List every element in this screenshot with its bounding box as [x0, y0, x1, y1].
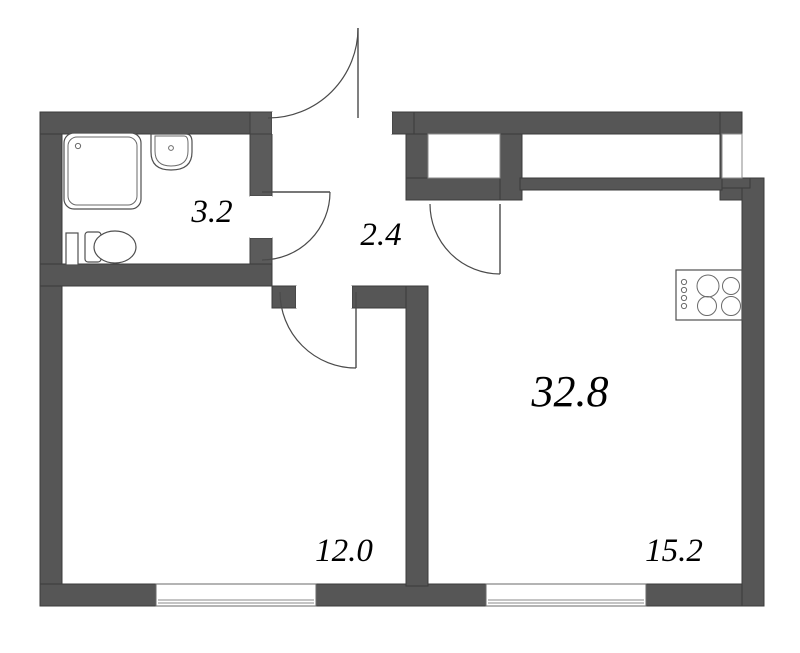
living-room-door[interactable] — [429, 203, 501, 275]
living-room-window — [485, 583, 647, 607]
bedroom-window — [155, 583, 317, 607]
door-openings — [250, 112, 392, 308]
area-label-hallway: 2.4 — [360, 217, 401, 253]
washbasin — [150, 133, 193, 171]
opening-entrance — [272, 112, 392, 134]
entrance-door[interactable] — [267, 27, 359, 119]
corner-niche — [721, 133, 743, 179]
wall-structure — [39, 111, 765, 607]
partition-bathroom-south — [39, 263, 273, 287]
area-labels: 3.2 2.4 32.8 12.0 15.2 — [190, 194, 703, 569]
exterior-wall-north-right — [391, 111, 743, 135]
shower-tray — [63, 132, 142, 210]
area-label-bedroom: 12.0 — [315, 533, 373, 569]
bathroom-fixtures — [63, 132, 193, 266]
partition-hall-north-right — [391, 111, 415, 135]
storage-closet — [427, 133, 501, 179]
area-label-living-room: 15.2 — [645, 533, 703, 569]
bedroom-door[interactable] — [279, 291, 357, 369]
partition-bathroom-upper-cap — [249, 111, 273, 135]
exterior-wall-west — [39, 111, 63, 607]
kitchen-stove — [675, 269, 743, 321]
bathroom-door[interactable] — [261, 191, 331, 261]
partition-hall-south-left — [271, 285, 297, 309]
partition-bedroom-living — [405, 285, 429, 587]
windows — [155, 583, 647, 607]
doors — [261, 27, 501, 369]
area-label-bathroom: 3.2 — [190, 194, 232, 230]
partition-bathroom-upper — [249, 133, 273, 197]
toilet — [65, 230, 137, 266]
exterior-wall-east — [741, 177, 765, 607]
opening-bathroom — [250, 196, 272, 238]
opening-bedroom — [296, 286, 352, 308]
closet-wall-east — [499, 133, 523, 201]
kitchen-north-wall-thickening — [519, 177, 723, 191]
exterior-wall-south — [39, 583, 765, 607]
area-label-living-kitchen-total: 32.8 — [531, 367, 609, 416]
exterior-wall-north-left — [39, 111, 273, 135]
